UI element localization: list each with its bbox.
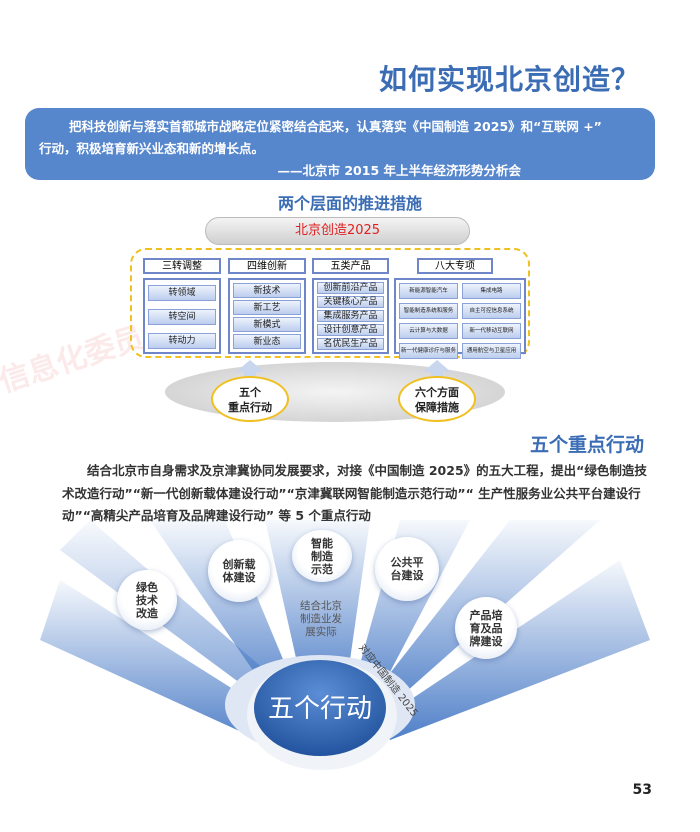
list-item: 转空间 <box>148 309 216 325</box>
list-item: 创新前沿产品 <box>317 282 384 294</box>
list-item: 云计算与大数据 <box>399 323 458 339</box>
arrow-stem <box>431 372 443 376</box>
list-item: 自主可控信息系统 <box>462 303 521 319</box>
list-item: 通用航空与卫星应用 <box>462 343 521 359</box>
page-title: 如何实现北京创造？ <box>378 63 640 96</box>
beam <box>150 520 300 710</box>
five-actions-fan <box>40 520 650 770</box>
list-item: 新模式 <box>233 317 301 332</box>
action-green-tech: 绿色技术改造 <box>117 570 177 630</box>
beam <box>380 560 650 740</box>
hub <box>254 660 386 756</box>
list-item: 关键核心产品 <box>317 296 384 308</box>
up-arrow-icon <box>236 360 264 372</box>
list-item: 新一代移动互联网 <box>462 323 521 339</box>
beam <box>350 520 470 710</box>
list-item: 名优民生产品 <box>317 338 384 350</box>
section2-heading: 五个重点行动 <box>529 434 644 456</box>
column-header: 八大专项 <box>417 258 493 274</box>
label-line: 六个方面 <box>415 386 459 399</box>
page-number: 53 <box>632 782 652 798</box>
quote-source: ——北京市 2015 年上半年经济形势分析会 <box>277 163 522 178</box>
quote-line2: 行动，积极培育新兴业态和新的增长点。 <box>39 141 265 156</box>
column-header: 三转调整 <box>143 258 221 274</box>
note-beijing-practice: 结合北京制造业发展实际 <box>300 600 342 638</box>
list-item: 新能源智能汽车 <box>399 283 458 299</box>
list-item: 新业态 <box>233 334 301 349</box>
measures-frame <box>130 248 530 358</box>
column-3: 五类产品 创新前沿产品 关键核心产品 集成服务产品 设计创意产品 名优民生产品 <box>312 258 389 354</box>
quote-line1: 把科技创新与落实首都城市战略定位紧密结合起来，认真落实《中国制造 2025》和“… <box>69 119 602 134</box>
action-public-platform: 公共平台建设 <box>375 537 439 601</box>
label-line: 保障措施 <box>415 401 459 414</box>
column-header: 五类产品 <box>312 258 389 274</box>
list-item: 设计创意产品 <box>317 324 384 336</box>
list-item: 转动力 <box>148 333 216 349</box>
label-line: 五个 <box>239 386 261 399</box>
column-header: 四维创新 <box>228 258 306 274</box>
list-item: 新工艺 <box>233 300 301 315</box>
column-1: 三转调整 转领域 转空间 转动力 <box>143 258 221 354</box>
section1-heading: 两个层面的推进措施 <box>277 194 422 213</box>
base-right-label: 六个方面保障措施 <box>398 376 476 422</box>
action-smart-manufacturing: 智能制造示范 <box>292 530 352 582</box>
base-left-label: 五个重点行动 <box>211 376 289 422</box>
list-item: 新一代健康诊疗与服务 <box>399 343 458 359</box>
column-4: 八大专项 新能源智能汽车 集成电路 智能制造系统和服务 自主可控信息系统 云计算… <box>394 258 526 359</box>
action-product-brand: 产品培育及品牌建设 <box>455 597 517 659</box>
list-item: 新技术 <box>233 283 301 298</box>
quote-banner: 把科技创新与落实首都城市战略定位紧密结合起来，认真落实《中国制造 2025》和“… <box>25 108 655 180</box>
column-2: 四维创新 新技术 新工艺 新模式 新业态 <box>228 258 306 354</box>
list-item: 转领域 <box>148 285 216 301</box>
arrow-stem <box>244 372 256 376</box>
list-item: 集成服务产品 <box>317 310 384 322</box>
label-line: 重点行动 <box>228 401 272 414</box>
beam <box>60 520 300 720</box>
section2-paragraph: 结合北京市自身需求及京津冀协同发展要求，对接《中国制造 2025》的五大工程，提… <box>62 463 647 523</box>
hub-label: 五个行动 <box>267 694 372 724</box>
list-item: 智能制造系统和服务 <box>399 303 458 319</box>
up-arrow-icon <box>423 360 451 372</box>
action-innovation-carrier: 创新载体建设 <box>208 540 270 602</box>
center-label: 北京创造2025 <box>205 217 470 245</box>
list-item: 集成电路 <box>462 283 521 299</box>
